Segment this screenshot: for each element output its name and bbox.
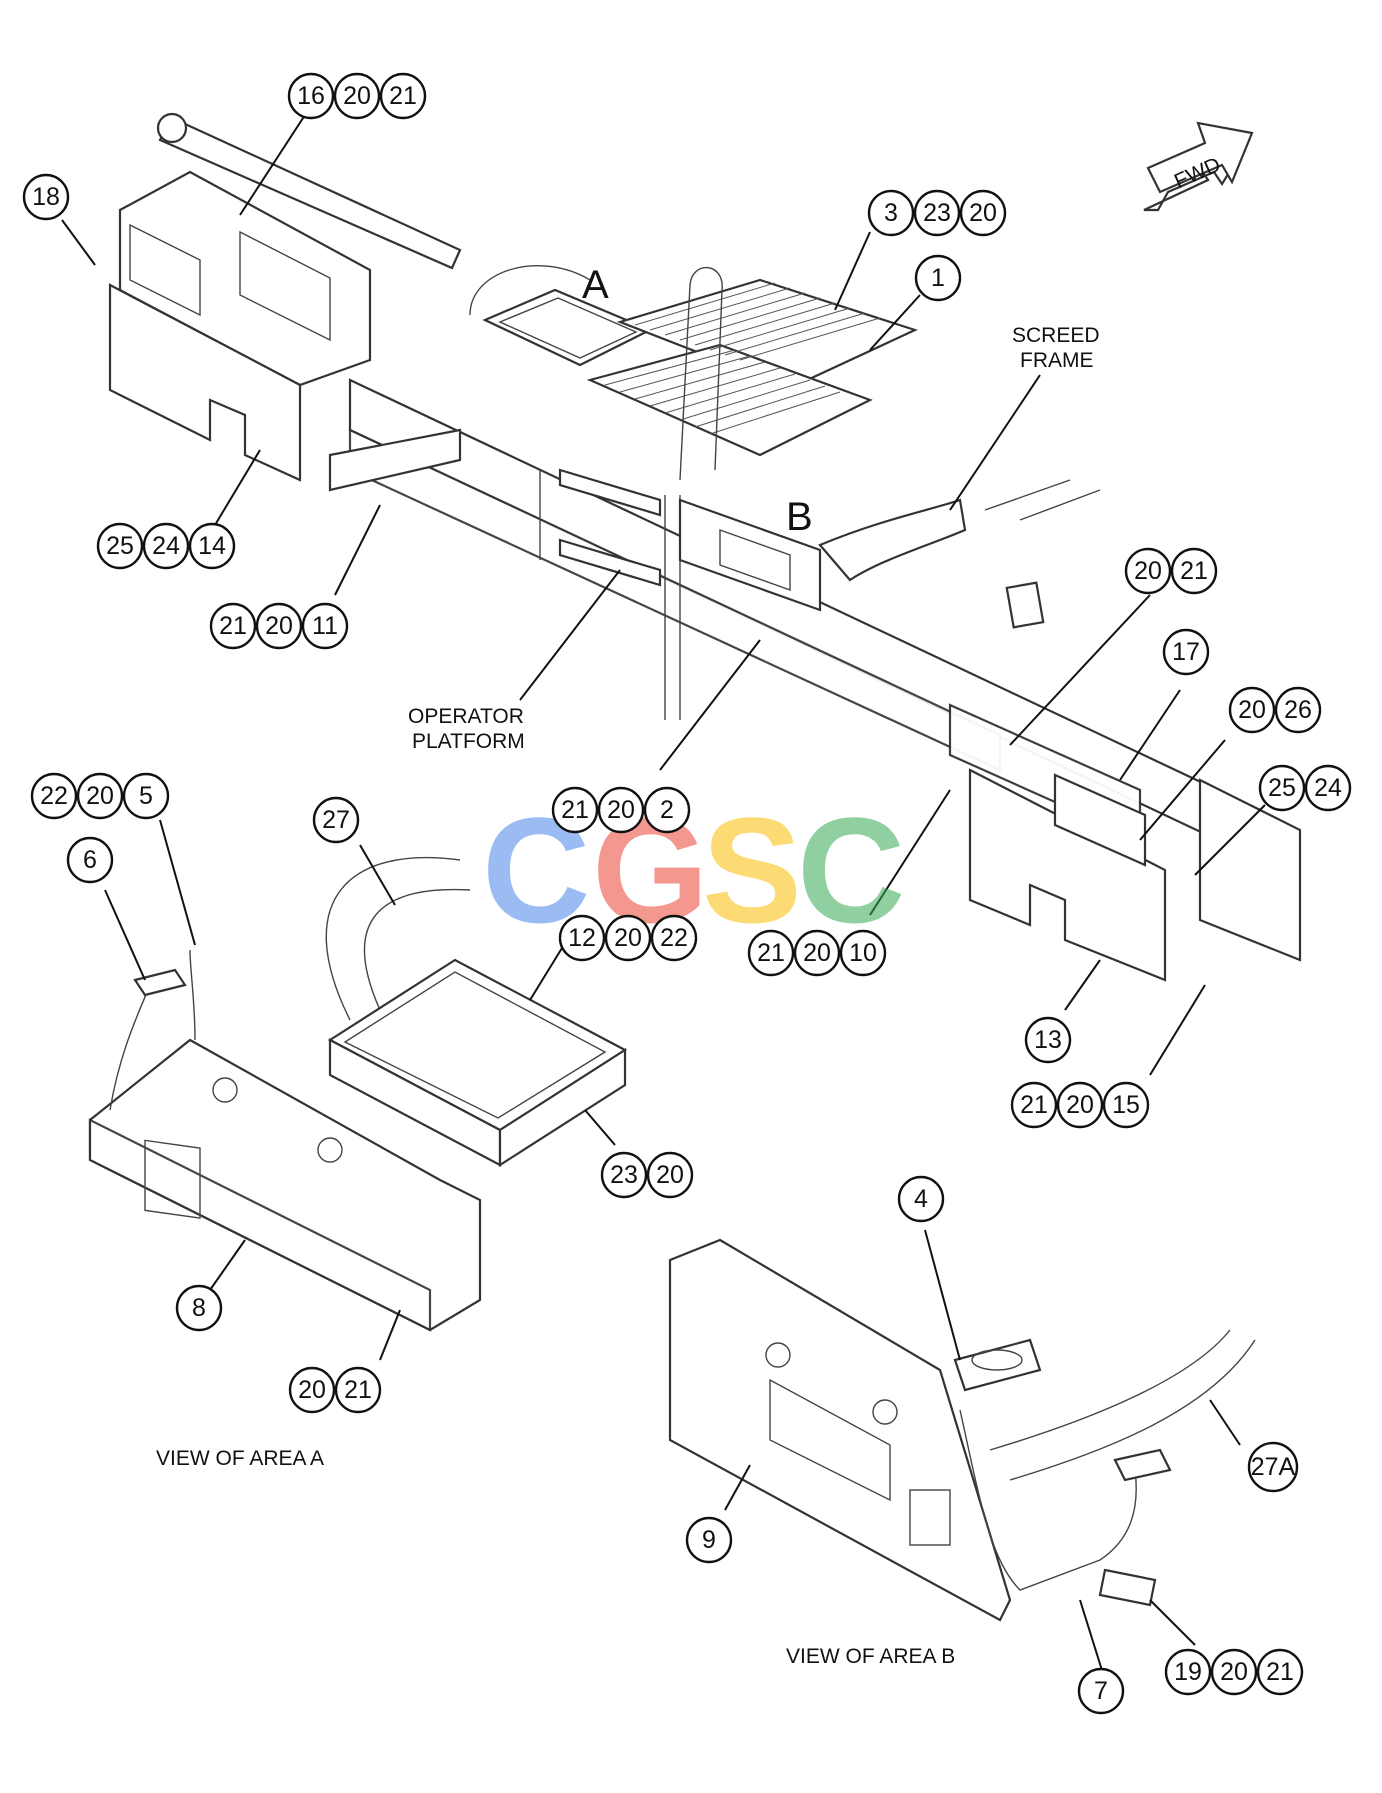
callout-group-20-26: 20 26 — [1228, 686, 1322, 734]
callout-group-20-21-top: 20 21 — [1124, 547, 1218, 595]
callout-number: 20 — [803, 939, 831, 967]
callout-number: 20 — [614, 924, 642, 952]
callout-number: 24 — [152, 532, 180, 560]
area-a-detail — [88, 856, 628, 1332]
callout-group-21-20-15: 21 20 15 — [1010, 1081, 1150, 1129]
callout-group-8: 8 — [175, 1284, 223, 1332]
area-a-marker: A — [582, 263, 609, 307]
callout-number: 20 — [1220, 1658, 1248, 1686]
callout-number: 23 — [923, 199, 951, 227]
callout-number: 27A — [1251, 1453, 1296, 1481]
callout-number: 20 — [265, 612, 293, 640]
callout-number: 25 — [1268, 774, 1296, 802]
callout-number: 20 — [86, 782, 114, 810]
callout-number: 4 — [914, 1185, 928, 1213]
callout-number: 6 — [83, 846, 97, 874]
callout-group-21-20-2: 21 20 2 — [551, 786, 691, 834]
callout-number: 15 — [1112, 1091, 1140, 1119]
callout-number: 26 — [1284, 696, 1312, 724]
callout-number: 20 — [656, 1161, 684, 1189]
callout-group-19-20-21: 19 20 21 — [1164, 1648, 1304, 1696]
view-area-a-label: VIEW OF AREA A — [156, 1447, 324, 1470]
area-b-marker: B — [786, 495, 813, 539]
callout-number: 16 — [297, 82, 325, 110]
callout-number: 21 — [757, 939, 785, 967]
callout-number: 20 — [298, 1376, 326, 1404]
callout-number: 27 — [322, 806, 350, 834]
callout-number: 11 — [312, 612, 338, 640]
callout-group-9: 9 — [685, 1516, 733, 1564]
view-area-b-label: VIEW OF AREA B — [786, 1645, 955, 1668]
callout-number: 22 — [660, 924, 688, 952]
callout-number: 8 — [192, 1294, 206, 1322]
watermark-letter-4: C — [797, 786, 905, 954]
callout-number: 1 — [931, 264, 945, 292]
callout-number: 21 — [561, 796, 589, 824]
callout-number: 20 — [969, 199, 997, 227]
callout-number: 23 — [610, 1161, 638, 1189]
callout-group-25-24: 25 24 — [1258, 764, 1352, 812]
callout-group-17: 17 — [1162, 628, 1210, 676]
callout-number: 17 — [1172, 638, 1200, 666]
callout-number: 21 — [389, 82, 417, 110]
callout-number: 13 — [1034, 1026, 1062, 1054]
screed-frame-label-line1: SCREED — [1012, 324, 1100, 347]
callout-number: 7 — [1094, 1677, 1108, 1705]
callout-number: 21 — [1180, 557, 1208, 585]
leader-lines — [61, 114, 1266, 1681]
area-b-detail — [668, 1238, 1256, 1622]
callout-number: 20 — [1066, 1091, 1094, 1119]
watermark-letter-3: S — [702, 786, 802, 954]
operator-platform-label-line1: OPERATOR — [408, 705, 524, 728]
callout-number: 25 — [106, 532, 134, 560]
callout-number: 20 — [343, 82, 371, 110]
operator-platform-label-line2: PLATFORM — [412, 730, 525, 753]
callout-number: 19 — [1174, 1658, 1202, 1686]
callout-number: 9 — [702, 1526, 716, 1554]
callout-group-13: 13 — [1024, 1016, 1072, 1064]
callout-group-7: 7 — [1077, 1667, 1125, 1715]
callout-number: 21 — [1266, 1658, 1294, 1686]
callout-number: 12 — [568, 924, 596, 952]
callout-group-6: 6 — [66, 836, 114, 884]
callout-number: 24 — [1314, 774, 1342, 802]
callout-number: 18 — [32, 183, 60, 211]
callout-group-22-20-5: 22 20 5 — [30, 772, 170, 820]
callout-number: 3 — [884, 199, 898, 227]
callout-number: 21 — [219, 612, 247, 640]
fwd-arrow: FWD — [1143, 121, 1254, 212]
callout-number: 20 — [607, 796, 635, 824]
callout-group-21-20-11: 21 20 11 — [209, 602, 349, 650]
callout-group-12-20-22: 12 20 22 — [558, 914, 698, 962]
callout-number: 20 — [1134, 557, 1162, 585]
main-frame-assembly — [108, 112, 1302, 982]
callout-group-3-23-20: 3 23 20 — [867, 189, 1007, 237]
callout-group-1: 1 — [914, 254, 962, 302]
callout-group-4: 4 — [897, 1175, 945, 1223]
callout-number: 2 — [660, 796, 674, 824]
callout-number: 10 — [849, 939, 877, 967]
callout-group-18: 18 — [22, 173, 70, 221]
callout-group-21-20-10: 21 20 10 — [747, 929, 887, 977]
callout-group-23-20: 23 20 — [600, 1151, 694, 1199]
callout-layer: 16 20 21 18 3 23 20 1 25 24 14 21 20 — [22, 72, 1352, 1715]
callout-group-20-21-bottom: 20 21 — [288, 1366, 382, 1414]
callout-number: 14 — [198, 532, 226, 560]
callout-group-27A: 27A — [1247, 1441, 1299, 1493]
callout-group-16-20-21: 16 20 21 — [287, 72, 427, 120]
callout-number: 21 — [344, 1376, 372, 1404]
screed-frame-label-line2: FRAME — [1020, 349, 1094, 372]
callout-number: 21 — [1020, 1091, 1048, 1119]
callout-group-27: 27 — [312, 796, 360, 844]
callout-group-25-24-14: 25 24 14 — [96, 522, 236, 570]
callout-number: 5 — [139, 782, 153, 810]
callout-number: 20 — [1238, 696, 1266, 724]
callout-number: 22 — [40, 782, 68, 810]
